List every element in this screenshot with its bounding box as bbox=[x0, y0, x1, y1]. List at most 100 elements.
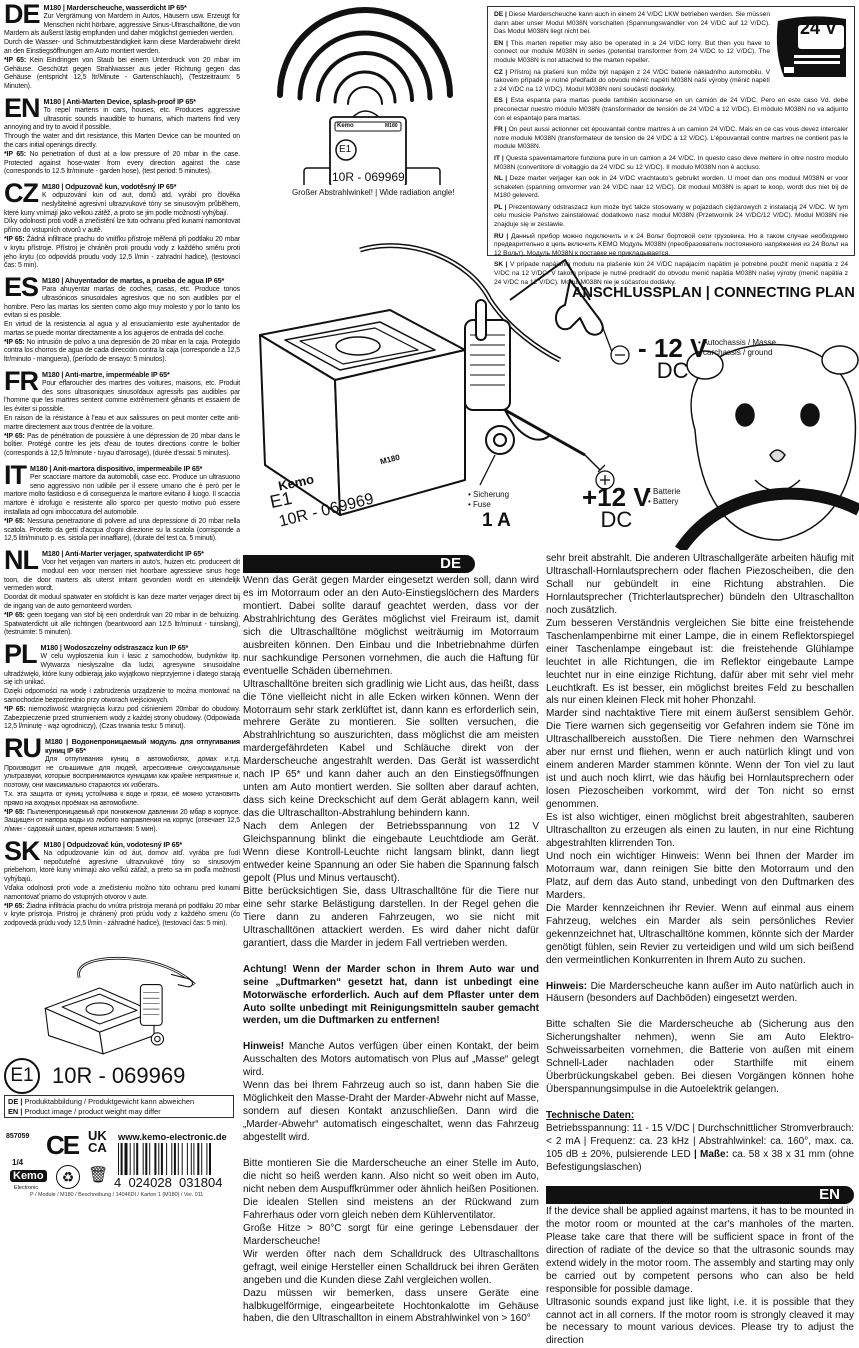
truck-notice-text: On peut aussi actionner cet épouvantail … bbox=[494, 126, 849, 151]
section-body: Voor het verjagen van marters in auto's,… bbox=[4, 559, 240, 593]
positive-unit: DC bbox=[600, 507, 633, 532]
language-code: CZ bbox=[4, 178, 39, 209]
text-block: Bitte montieren Sie die Marderscheuche a… bbox=[243, 1158, 539, 1326]
paragraph: Dazu müssen wir bemerken, dass unsere Ge… bbox=[243, 1287, 539, 1325]
section-title: M180 | Wodoszczelny odstraszacz kun IP 6… bbox=[40, 643, 189, 653]
ip65-note: *IP 65: geen toegang van stof bij een on… bbox=[4, 612, 240, 638]
paragraph-text: ca. 58 x 38 x 31 mm (ohne Befestigungsla… bbox=[546, 1148, 855, 1173]
barcode-bar bbox=[197, 1143, 200, 1175]
section-body: Zur Vergrämung von Mardern in Autos, Häu… bbox=[4, 12, 240, 38]
truck-notice-entry: DE | Diese Marderscheuche kann auch in e… bbox=[494, 11, 770, 37]
barcode-bar bbox=[206, 1143, 208, 1175]
product-footer: E1 10R - 069969 DE | Produktabbildung / … bbox=[0, 880, 240, 1200]
text-block: Wenn das Gerät gegen Marder eingesetzt w… bbox=[243, 575, 539, 951]
paragraph: Betriebsspannung: 11 - 15 V/DC | Durchsc… bbox=[546, 1123, 854, 1175]
paragraph-lead: Hinweis: bbox=[546, 980, 588, 992]
truck-notice-entry: EN | This marten repeller may also be op… bbox=[494, 40, 770, 66]
notice-text: Product image / product weight may diffe… bbox=[24, 1106, 161, 1116]
section-body: Vďaka odolnosti proti vode a znečisteniu… bbox=[4, 884, 240, 901]
language-code: PL | bbox=[494, 203, 507, 211]
ip65-text: No intrusión de polvo a una depresión de… bbox=[4, 338, 240, 364]
section-body: Durch die Wasser- und Schmutzbeständigke… bbox=[4, 39, 240, 55]
section-body: Т.к. эта защита от куниц устойчива к вод… bbox=[4, 790, 240, 807]
notice-code: EN | bbox=[8, 1106, 23, 1116]
paragraph: Bitte montieren Sie die Marderscheuche a… bbox=[243, 1158, 539, 1221]
device-model: M180 bbox=[385, 123, 398, 129]
ip65-text: Nessuna penetrazione di polvere ad una d… bbox=[4, 517, 240, 543]
section-title: M180 | Ahuyentador de martas, a prueba d… bbox=[42, 276, 225, 286]
e1-mark: E1 bbox=[339, 144, 352, 155]
positive-label-en: • Battery bbox=[648, 496, 679, 506]
language-code: CZ | bbox=[494, 68, 508, 76]
ip65-text: Kein Eindringen von Staub bei einem Unte… bbox=[4, 56, 241, 91]
fuse-label-en: • Fuse bbox=[468, 499, 491, 509]
barcode-bar bbox=[120, 1143, 123, 1175]
paragraph: Die Marder kennzeichnen ihr Revier. Wenn… bbox=[546, 902, 854, 966]
barcode-bar bbox=[142, 1143, 144, 1175]
barcode-bar bbox=[193, 1143, 195, 1175]
negative-unit: DC bbox=[656, 358, 689, 383]
ip65-note: *IP 65: Nessuna penetrazione di polvere … bbox=[4, 518, 240, 544]
barcode-bar bbox=[158, 1143, 160, 1175]
truck-notice-entry: IT | Questa spaventamartore funziona pur… bbox=[494, 155, 848, 172]
language-code: RU bbox=[4, 733, 42, 764]
ip65-text: Žiadna infiltrácia prachu do vnútra prís… bbox=[4, 902, 240, 928]
negative-label-de: • Autochassis / Masse bbox=[698, 338, 776, 347]
fuse-rating: 1 A bbox=[482, 510, 511, 531]
approval-number: 10R - 069969 bbox=[52, 1063, 186, 1088]
positive-voltage: +12 V bbox=[582, 482, 651, 512]
positive-labels: • Batterie • Battery bbox=[648, 487, 681, 506]
text-block: Technische Daten:Betriebsspannung: 11 - … bbox=[546, 1110, 854, 1175]
section-body: Para ahuyentar martas de coches, casas, … bbox=[4, 285, 240, 320]
truck-notice-entry: PL | Prezentowany odstraszacz kun może b… bbox=[494, 204, 848, 230]
marten-illustration bbox=[675, 343, 859, 550]
section-body: Per scacciare martore da automobili, cas… bbox=[4, 473, 240, 517]
paragraph: Marder sind nachtaktive Tiere mit einem … bbox=[546, 708, 854, 811]
truck-notice-text: Deze marter verjager kan ook in 24 V/DC … bbox=[494, 175, 848, 200]
section-title: M180 | Odpuzovač kun, vodotěsný IP 65* bbox=[42, 182, 177, 192]
negative-voltage: - 12 V bbox=[638, 333, 708, 363]
truck-notice-entry: SK | V prípade napájania modulu na plaše… bbox=[494, 261, 848, 287]
ip65-note: *IP 65: Пыленепроницаемый при пониженом … bbox=[4, 809, 240, 835]
device-brand: Kemo bbox=[337, 123, 354, 129]
language-code: EN bbox=[4, 92, 41, 123]
paragraph-emphasis: | Maße: bbox=[693, 1148, 729, 1160]
paragraph: Und noch ein wichtiger Hinweis: Wenn bei… bbox=[546, 850, 854, 901]
barcode-bar bbox=[190, 1143, 192, 1175]
section-title: M180 | Anti-Marten Device, splash-proof … bbox=[43, 96, 196, 106]
ip65-label: *IP 65: bbox=[4, 235, 25, 243]
section-body: K odpuzování kun od aut, domů atd. vyráb… bbox=[4, 191, 240, 217]
section-title: M180 | Odpudzovač kún, vodotesný IP 65* bbox=[43, 839, 183, 849]
barcode-bar bbox=[173, 1143, 176, 1175]
de-section-header: DE bbox=[243, 555, 475, 573]
paragraph: Ultrasonic sounds expand just like light… bbox=[546, 1296, 854, 1347]
section-body: W celu wypłoszenia kun i łasic z samocho… bbox=[4, 652, 240, 687]
barcode-bar bbox=[129, 1143, 131, 1175]
barcode-bar bbox=[166, 1143, 168, 1175]
wiring-illustration bbox=[259, 243, 859, 550]
section-body: Na odpudzovanie kún od áut, domov atď. v… bbox=[4, 849, 240, 884]
section-title: M180 | Marderscheuche, wasserdicht IP 65… bbox=[43, 3, 187, 12]
device-approval: 10R - 069969 bbox=[332, 170, 405, 184]
paragraph: Nach dem Anlegen der Betriebsspannung vo… bbox=[243, 821, 539, 884]
ip65-label: *IP 65: bbox=[4, 338, 25, 346]
truck-notice-text: This marten repeller may also be operate… bbox=[494, 39, 770, 64]
website-link[interactable]: www.kemo-electronic.de bbox=[118, 1132, 227, 1142]
barcode-bar bbox=[186, 1143, 188, 1175]
truck-notice-entry: ES | Esta espanta para martas puede tamb… bbox=[494, 97, 848, 123]
truck-notice-entry: RU | Данный прибор можно подключить и к … bbox=[494, 233, 848, 259]
language-code: ES | bbox=[494, 97, 508, 105]
text-block: Hinweis: Die Marderscheuche kann außer i… bbox=[546, 981, 854, 1007]
barcode-bar bbox=[154, 1143, 157, 1175]
ip65-label: *IP 65: bbox=[4, 902, 25, 910]
barcode-bar bbox=[160, 1143, 163, 1175]
section-body: En virtud de la resistencia al agua y al… bbox=[4, 321, 240, 337]
ip65-note: *IP 65: Žiadna infiltrácia prachu do vnú… bbox=[4, 903, 240, 929]
section-body: Для отпугивания куниц в автомобилях, дом… bbox=[4, 755, 240, 790]
barcode bbox=[118, 1143, 211, 1175]
paragraph-text: Die Marderscheuche kann außer im Auto na… bbox=[546, 980, 854, 1005]
sound-waves-icon bbox=[277, 7, 453, 189]
language-code: NL bbox=[4, 545, 39, 576]
